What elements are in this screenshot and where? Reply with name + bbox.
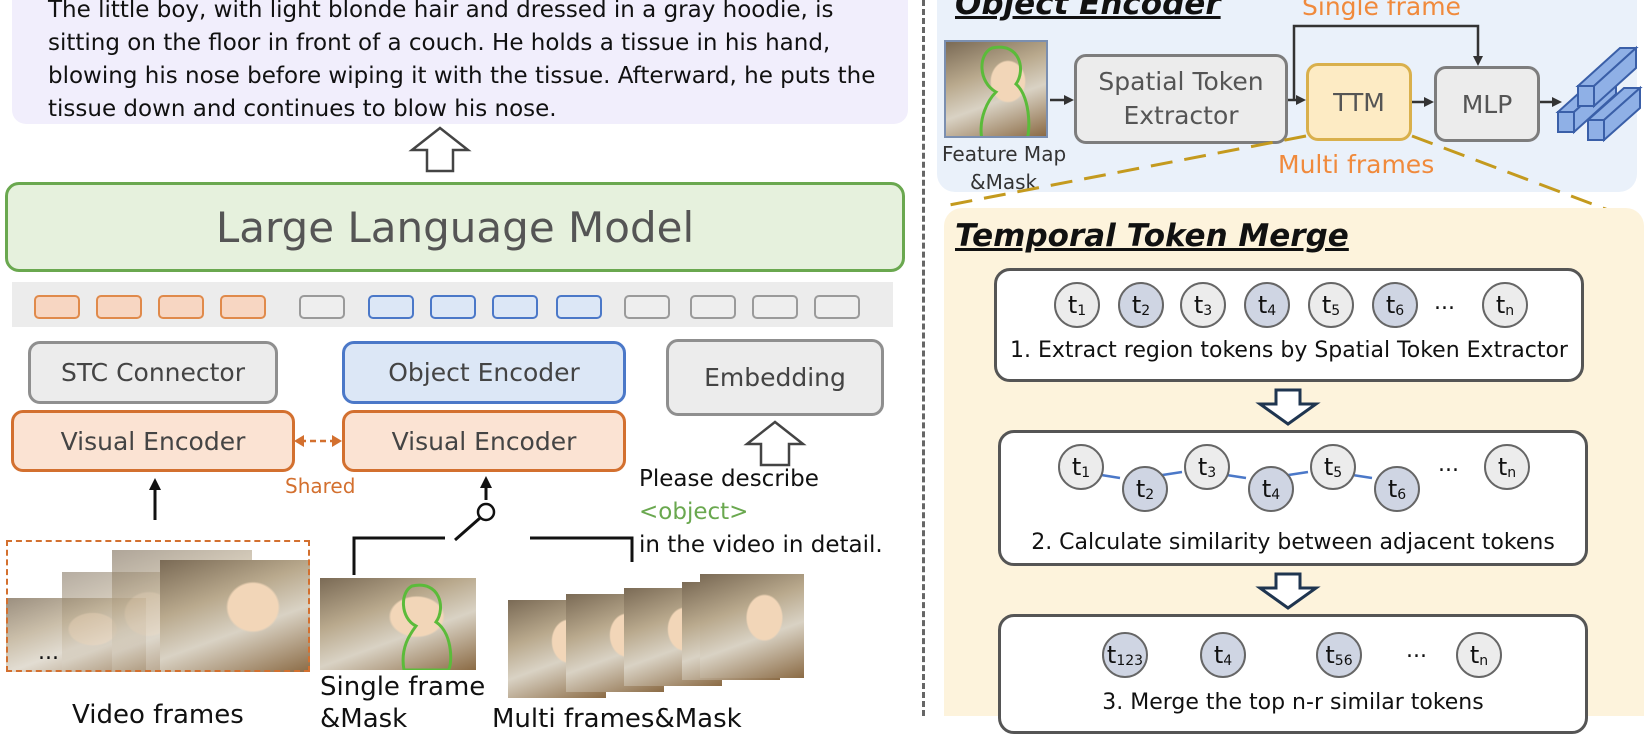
shared-label: Shared — [285, 474, 356, 498]
up-arrow-caption — [408, 126, 472, 173]
prompt-suffix: in the video in detail. — [639, 532, 883, 558]
visual-encoder-1: Visual Encoder — [11, 410, 295, 472]
text-token — [299, 295, 345, 319]
down-arrow-2 — [1255, 572, 1321, 610]
caption-text: The little boy, with light blonde hair a… — [48, 0, 876, 122]
visual-token — [96, 295, 142, 319]
text-token — [814, 295, 860, 319]
object-token — [368, 295, 414, 319]
visual-encoder-2: Visual Encoder — [342, 410, 626, 472]
video-frames-outline — [6, 540, 310, 672]
step3-text: 3. Merge the top n-r similar tokens — [1102, 690, 1484, 715]
object-token — [430, 295, 476, 319]
object-encoder-arrows — [943, 24, 1643, 224]
multi-frame — [700, 574, 804, 678]
prompt-text: Please describe <object> in the video in… — [639, 463, 919, 562]
visual-token — [158, 295, 204, 319]
feature-map-label: Feature Map — [942, 142, 1067, 166]
ttm-block: TTM — [1306, 63, 1412, 141]
feature-map-image — [944, 40, 1048, 138]
ttm-arrows — [1094, 388, 1373, 610]
step1-text: 1. Extract region tokens by Spatial Toke… — [1010, 338, 1568, 363]
object-encoder-block: Object Encoder — [342, 341, 626, 404]
text-token — [624, 295, 670, 319]
multi-frames-path-label: Multi frames — [1278, 150, 1435, 179]
object-encoder-title: Object Encoder — [955, 0, 1221, 22]
switch-pivot — [476, 502, 496, 522]
section-divider — [922, 0, 925, 716]
ttm-title: Temporal Token Merge — [955, 218, 1349, 254]
object-token — [492, 295, 538, 319]
single-frame-label: Single frame — [320, 672, 486, 702]
text-token — [752, 295, 798, 319]
step2-text: 2. Calculate similarity between adjacent… — [1031, 530, 1555, 555]
video-ellipsis: ... — [38, 640, 59, 665]
mlp-block: MLP — [1434, 66, 1540, 142]
prompt-prefix: Please describe — [639, 466, 819, 492]
row1-ellipsis: ... — [1434, 290, 1455, 315]
prompt-object-tag: <object> — [639, 499, 749, 525]
stc-connector: STC Connector — [28, 341, 278, 404]
single-frame-path-label: Single frame — [1302, 0, 1461, 21]
row3-ellipsis: ... — [1406, 638, 1427, 663]
large-language-model: Large Language Model — [5, 182, 905, 272]
ste-line-2: Extractor — [1123, 101, 1239, 130]
caption-panel — [12, 0, 908, 124]
text-token — [690, 295, 736, 319]
embedding-block: Embedding — [666, 339, 884, 416]
visual-token — [220, 295, 266, 319]
connector-arrows — [149, 126, 807, 575]
down-arrow-1 — [1255, 388, 1321, 426]
object-token — [556, 295, 602, 319]
single-frame-image — [320, 578, 476, 670]
ste-line-1: Spatial Token — [1098, 67, 1264, 96]
video-frame — [160, 560, 310, 672]
up-arrow-embedding — [743, 420, 807, 467]
spatial-token-extractor: Spatial Token Extractor — [1074, 54, 1288, 144]
token-cubes — [1555, 45, 1643, 143]
visual-token — [34, 295, 80, 319]
row2-ellipsis: ... — [1438, 452, 1459, 477]
